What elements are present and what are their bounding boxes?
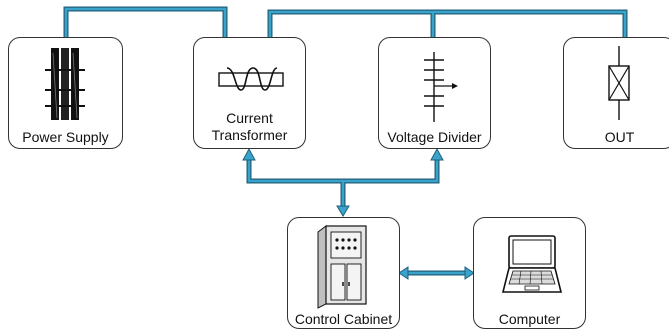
voltage-divider-icon [424, 52, 458, 122]
computer-label: Computer [498, 311, 561, 327]
arrow-down-cabinet [336, 205, 350, 217]
arrow-up-divider [430, 147, 444, 161]
power-supply-icon [45, 48, 85, 120]
out-node: OUT [563, 37, 669, 149]
cabinet-icon [317, 225, 367, 309]
current-transformer-node: Current Transformer [193, 37, 306, 149]
computer-node: Computer [473, 217, 586, 329]
coil-icon [218, 67, 284, 91]
power-supply-label: Power Supply [22, 129, 109, 145]
voltage-divider-label: Voltage Divider [387, 129, 482, 145]
out-label: OUT [604, 129, 635, 145]
voltage-divider-node: Voltage Divider [378, 37, 491, 149]
wire-power-to-transformer [63, 6, 228, 38]
arrow-left-cabinet [398, 266, 409, 280]
laptop-icon [501, 235, 563, 293]
control-cabinet-node: Control Cabinet [287, 217, 400, 329]
current-transformer-label: Current Transformer [211, 110, 288, 143]
wire-transformer-to-out [267, 9, 628, 38]
power-supply-node: Power Supply [8, 37, 123, 149]
arrow-right-computer [464, 266, 475, 280]
control-cabinet-label: Control Cabinet [294, 311, 393, 327]
arrow-up-transformer [242, 147, 256, 161]
switch-box-icon [608, 46, 630, 120]
